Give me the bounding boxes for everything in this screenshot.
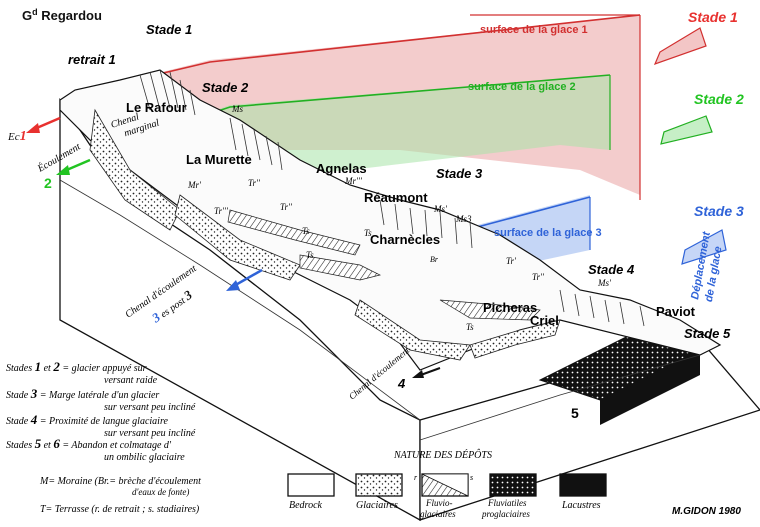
right-stade1: Stade 1 [688,9,738,25]
label-reaumont: Réaumont [364,190,428,205]
label-stade2-top: Stade 2 [202,80,249,95]
right-stade2: Stade 2 [694,91,744,107]
morph-mr4: Mr''' [344,176,363,186]
flow-label-chenal4-num: 4 [397,376,406,391]
label-stade5: Stade 5 [684,326,731,341]
morph-mr1: Mr' [187,180,202,190]
legend-note-4b: un ombilic glaciaire [104,452,185,463]
swatch-fluvio-label2: glaciaires [420,509,456,519]
flow-label-ecoul-num: 2 [44,175,52,191]
label-stade3-top: Stade 3 [436,166,483,181]
morph-ts1: Ts [302,226,310,236]
legend-note-4: Stades 5 et 6 = Abandon et colmatage d' [6,436,172,451]
flow-arrow-1 [26,116,61,133]
surface-label-3: surface de la glace 3 [494,227,602,239]
morph-ts4: Ts [466,322,474,332]
morph-br: Br [430,255,439,264]
swatch-fluviatiles [489,473,537,497]
moraine-note-2: d'eaux de fonte) [132,487,189,497]
swatch-bedrock [287,473,335,497]
nature-title: NATURE DES DÉPÔTS [393,449,492,461]
morph-tr-p: Tr' [506,256,517,266]
morph-tr-pp: Tr'' [532,272,545,282]
label-la-murette: La Murette [186,152,252,167]
fluvio-r: r [414,473,418,482]
surface-label-2: surface de la glace 2 [468,81,576,93]
legend-note-2b: sur versant peu incliné [104,402,196,413]
swatch-glaciaires [355,473,403,497]
swatch-fluviatiles-label2: proglaciaires [481,509,530,519]
label-retrait1: retrait 1 [68,52,116,67]
morph-ms-prime: Ms' [433,204,448,214]
legend-note-1b: versant raide [104,375,158,386]
label-le-rafour: Le Rafour [126,100,187,115]
swatch-glaciaires-label: Glaciaires [356,500,398,511]
flow-arrow-2 [56,158,91,175]
label-stade4-top: Stade 4 [588,262,635,277]
legend-note-3: Stade 4 = Proximité de langue glaciaire [6,412,168,427]
swatch-fluviatiles-label: Fluviatiles [487,498,527,508]
svg-text:Chenal d'écoulement: Chenal d'écoulement [347,345,412,402]
ice-arrow-2 [660,115,713,145]
label-picheras: Picheras [483,300,537,315]
ice-arrow-1 [653,27,707,66]
moraine-note: M= Moraine (Br.= brèche d'écoulement [39,476,201,487]
flow-arrow-4 [412,367,441,378]
terrasse-note: T= Terrasse (r. de retrait ; s. stadiair… [40,504,200,515]
label-agnelas: Agnelas [316,161,367,176]
morph-tr3: Tr''' [214,206,229,216]
credit: M.GIDON 1980 [672,506,741,517]
block-number-5: 5 [571,405,579,421]
surface-label-1: surface de la glace 1 [480,24,588,36]
swatch-lacustres-label: Lacustres [561,500,601,511]
legend-note-2: Stade 3 = Marge latérale d'un glacier [6,386,159,401]
morph-ms: Ms [231,104,243,114]
label-stade1-top: Stade 1 [146,22,192,37]
ice-arrow-3 [681,229,727,265]
flow-label-ec1: Ec1 [7,129,27,144]
swatch-bedrock-label: Bedrock [289,500,323,511]
morph-ms4: Ms' [597,278,612,288]
legend-note-3b: sur versant peu incliné [104,428,196,439]
label-paviot: Paviot [656,304,696,319]
deposit-legend: NATURE DES DÉPÔTS Bedrock Glaciaires r s… [287,449,607,519]
legend-notes: Stades 1 et 2 = glacier appuyé sur versa… [6,359,201,515]
morph-ms3: Ms3 [455,214,472,224]
right-stade3: Stade 3 [694,203,744,219]
label-criel: Criel [530,313,559,328]
morph-tr2: Tr'' [248,178,261,188]
morph-ts2: Ts [364,228,372,238]
swatch-fluvio-label: Fluvio- [425,498,453,508]
legend-note-1: Stades 1 et 2 = glacier appuyé sur [6,359,147,374]
swatch-lacustres [559,473,607,497]
morph-ts3: Ts [306,250,314,260]
flow-label-chenal4: Chenal d'écoulement [347,345,412,402]
label-charnecles: Charnècles [370,232,440,247]
page-title: Gd Regardou [22,7,102,23]
flow-arrow-3 [226,268,263,291]
morph-tr4: Tr'' [280,202,293,212]
fluvio-s: s [470,473,473,482]
